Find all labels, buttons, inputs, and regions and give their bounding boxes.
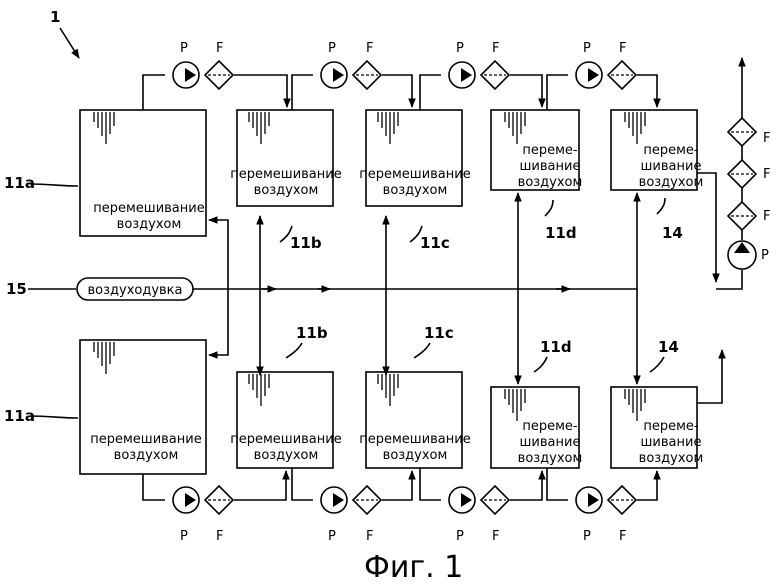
tank-14-top-line-3: воздухом: [639, 175, 704, 190]
blower-label: воздуходувка: [87, 283, 182, 298]
tank-11b-bottom: перемешиваниевоздухом: [230, 372, 341, 468]
filter-letter: F: [216, 529, 223, 544]
bottom-pump-filter-3: P F: [449, 486, 509, 544]
svg-text:переме-шиваниевоздухом: переме-шиваниевоздухом: [639, 419, 704, 466]
tank-14-bottom-line-1: переме-: [643, 419, 699, 434]
pump-icon: [173, 486, 233, 514]
filter-letter: F: [619, 41, 626, 56]
outlet-filter-2: F: [728, 160, 770, 188]
tank-11b-top: перемешиваниевоздухом: [230, 110, 341, 206]
ref-11a-top: 11a: [4, 174, 35, 192]
filter-letter: F: [366, 529, 373, 544]
filter-letter: F: [763, 131, 770, 146]
tank-11c-bottom-line-2: воздухом: [383, 448, 448, 463]
outlet-pump: P: [728, 241, 769, 269]
filter-letter: F: [492, 529, 499, 544]
tank-11d-top: переме-шиваниевоздухом: [491, 110, 582, 190]
pump-icon: [449, 486, 509, 514]
ref-11d-top: 11d: [545, 224, 577, 242]
filter-icon: [728, 202, 756, 230]
filter-letter: F: [763, 167, 770, 182]
svg-text:переме-шиваниевоздухом: переме-шиваниевоздухом: [518, 419, 583, 466]
tank-14-bottom-line-3: воздухом: [639, 451, 704, 466]
pump-letter: P: [180, 529, 188, 544]
tank-14-top: переме-шиваниевоздухом: [611, 110, 703, 190]
bottom-pump-filter-1: P F: [173, 486, 233, 544]
bottom-pump-filter-4: P F: [576, 486, 636, 544]
tank-11a-top-line-1: перемешивание: [93, 201, 204, 216]
tank-11c-top-line-2: воздухом: [383, 183, 448, 198]
outlet-filter-1: F: [728, 202, 770, 230]
filter-letter: F: [366, 41, 373, 56]
figure-ref-label: 1: [50, 8, 60, 26]
ref-11b-bottom: 11b: [296, 324, 328, 342]
pump-letter: P: [583, 529, 591, 544]
bottom-pump-filter-2: P F: [321, 486, 381, 544]
pump-icon: [173, 61, 233, 89]
top-pump-filter-2: P F: [321, 41, 381, 89]
tank-11d-top-line-3: воздухом: [518, 175, 583, 190]
ref-11d-bottom: 11d: [540, 338, 572, 356]
tank-11a-top-line-2: воздухом: [117, 217, 182, 232]
ref-14-top: 14: [662, 224, 683, 242]
tank-11c-bottom: перемешиваниевоздухом: [359, 372, 470, 468]
tank-11b-top-line-2: воздухом: [254, 183, 319, 198]
tank-11b-bottom-line-2: воздухом: [254, 448, 319, 463]
svg-text:переме-шиваниевоздухом: переме-шиваниевоздухом: [639, 143, 704, 190]
filter-letter: F: [763, 209, 770, 224]
figure-caption: Фиг. 1: [364, 550, 463, 585]
filter-letter: F: [492, 41, 499, 56]
tank-11a-bottom-line-1: перемешивание: [90, 432, 201, 447]
pump-letter: P: [180, 41, 188, 56]
pump-letter: P: [328, 41, 336, 56]
tank-11a-bottom-line-2: воздухом: [114, 448, 179, 463]
svg-text:переме-шиваниевоздухом: переме-шиваниевоздухом: [518, 143, 583, 190]
ref-11c-top: 11c: [420, 234, 450, 252]
figure-ref-arrow: [60, 28, 79, 58]
tank-11b-top-line-1: перемешивание: [230, 167, 341, 182]
pump-icon: [576, 61, 636, 89]
pump-icon: [321, 486, 381, 514]
pump-letter: P: [456, 529, 464, 544]
tank-11d-bottom-line-3: воздухом: [518, 451, 583, 466]
tank-11d-top-line-2: шивание: [520, 159, 581, 174]
pump-letter: P: [583, 41, 591, 56]
pump-icon: [321, 61, 381, 89]
pump-icon: [576, 486, 636, 514]
blower: воздуходувка: [77, 278, 193, 300]
top-pump-filter-4: P F: [576, 41, 636, 89]
tank-11a-top: перемешиваниевоздухом: [80, 110, 206, 236]
tank-11d-top-line-1: переме-: [522, 143, 578, 158]
ref-14-bottom: 14: [658, 338, 679, 356]
tank-11c-bottom-line-1: перемешивание: [359, 432, 470, 447]
tank-11d-bottom-line-2: шивание: [520, 435, 581, 450]
tank-11c-top: перемешиваниевоздухом: [359, 110, 470, 206]
pump-letter: P: [761, 248, 769, 263]
tank-14-top-line-2: шивание: [641, 159, 702, 174]
pump-letter: P: [328, 529, 336, 544]
filter-letter: F: [216, 41, 223, 56]
filter-icon: [728, 118, 756, 146]
filter-letter: F: [619, 529, 626, 544]
ref-15: 15: [6, 280, 27, 298]
filter-icon: [728, 160, 756, 188]
tank-14-top-line-1: переме-: [643, 143, 699, 158]
tank-11c-top-line-1: перемешивание: [359, 167, 470, 182]
tank-14-bottom: переме-шиваниевоздухом: [611, 387, 703, 468]
top-pump-filter-1: P F: [173, 41, 233, 89]
ref-11c-bottom: 11c: [424, 324, 454, 342]
pump-icon: [449, 61, 509, 89]
ref-11b-top: 11b: [290, 234, 322, 252]
tank-11d-bottom: переме-шиваниевоздухом: [491, 387, 582, 468]
pump-letter: P: [456, 41, 464, 56]
outlet-filter-3: F: [728, 118, 770, 146]
top-pump-filter-3: P F: [449, 41, 509, 89]
tank-11a-bottom: перемешиваниевоздухом: [80, 340, 206, 474]
discharge-line: [697, 58, 742, 403]
tank-11d-bottom-line-1: переме-: [522, 419, 578, 434]
tank-14-bottom-line-2: шивание: [641, 435, 702, 450]
tank-11b-bottom-line-1: перемешивание: [230, 432, 341, 447]
